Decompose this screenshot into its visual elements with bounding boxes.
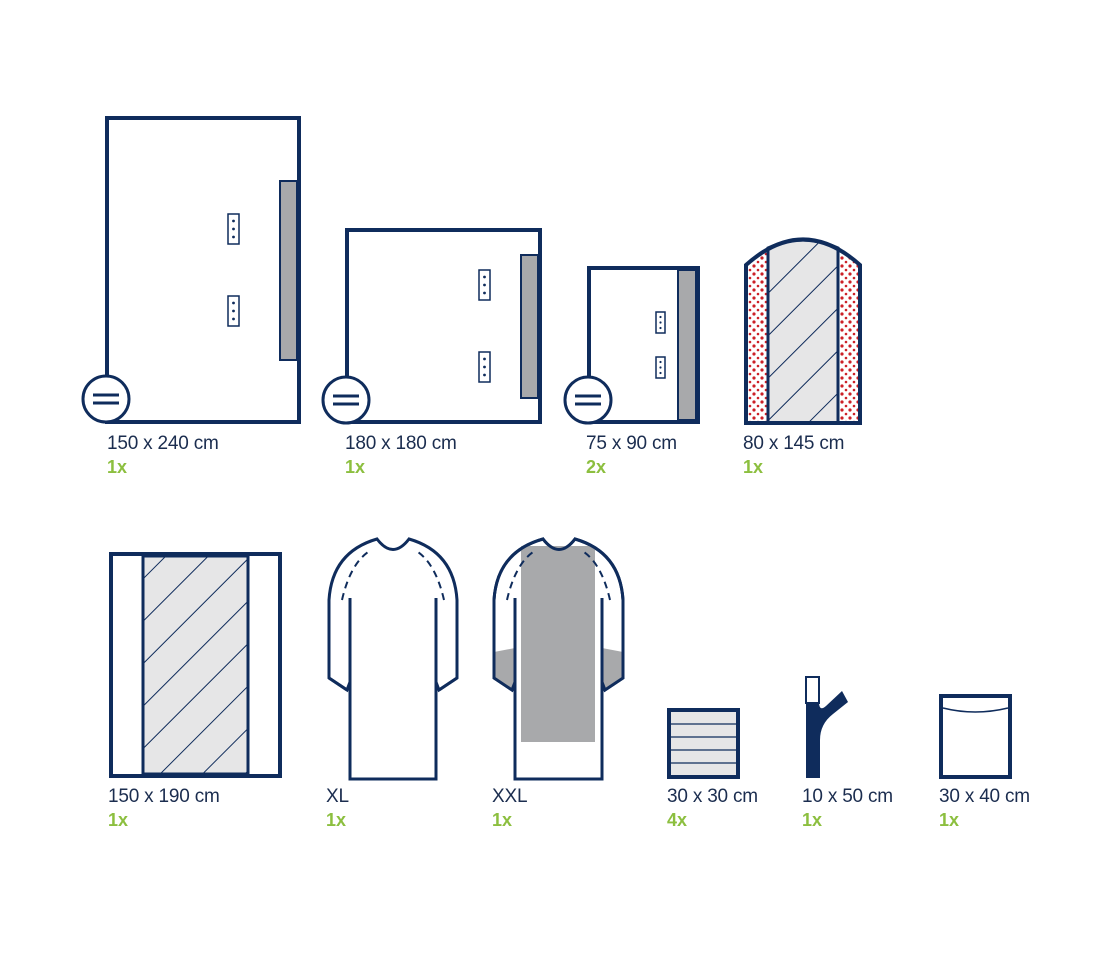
item-gown-xxl: XXL 1x — [492, 786, 528, 830]
item-size-label: 10 x 50 cm — [802, 786, 893, 807]
item-tape-10x50: 10 x 50 cm 1x — [802, 787, 893, 829]
item-gown-xl: XL 1x — [326, 787, 349, 829]
item-swab-30x30: 30 x 30 cm 4x — [667, 787, 758, 829]
item-bag-30x40: 30 x 40 cm 1x — [939, 787, 1030, 829]
item-quantity-label: 1x — [939, 810, 960, 830]
tape-10x50-icon — [805, 676, 848, 778]
drape-75x90-icon — [563, 266, 700, 425]
gown-xl-icon — [327, 537, 459, 781]
item-drape-150x240: 150 x 240 cm 1x — [107, 434, 219, 476]
item-size-label: XL — [326, 786, 349, 807]
cover-80x145-icon — [744, 237, 862, 425]
gown-xxl-icon — [492, 537, 625, 781]
item-drape-75x90: 75 x 90 cm 2x — [586, 434, 677, 476]
item-quantity-label: 2x — [586, 457, 607, 477]
item-table-cover-150x190: 150 x 190 cm 1x — [108, 787, 220, 829]
item-quantity-label: 1x — [107, 457, 128, 477]
item-size-label: 150 x 190 cm — [108, 786, 220, 807]
swab-30x30-icon — [667, 708, 740, 779]
item-quantity-label: 1x — [492, 810, 513, 830]
item-quantity-label: 1x — [802, 810, 823, 830]
item-quantity-label: 1x — [108, 810, 129, 830]
item-quantity-label: 1x — [345, 457, 366, 477]
item-size-label: 30 x 30 cm — [667, 786, 758, 807]
item-size-label: XXL — [492, 786, 528, 807]
drape-150x240-icon — [81, 116, 301, 424]
item-quantity-label: 1x — [326, 810, 347, 830]
item-quantity-label: 1x — [743, 457, 764, 477]
bag-30x40-icon — [939, 694, 1012, 779]
item-quantity-label: 4x — [667, 810, 688, 830]
item-size-label: 75 x 90 cm — [586, 433, 677, 454]
item-size-label: 150 x 240 cm — [107, 433, 219, 454]
item-cover-80x145: 80 x 145 cm 1x — [743, 433, 845, 477]
drape-180x180-icon — [321, 228, 542, 425]
item-size-label: 30 x 40 cm — [939, 786, 1030, 807]
item-size-label: 80 x 145 cm — [743, 433, 845, 454]
item-size-label: 180 x 180 cm — [345, 433, 457, 454]
item-drape-180x180: 180 x 180 cm 1x — [345, 434, 457, 476]
table-cover-150x190-icon — [109, 552, 282, 778]
